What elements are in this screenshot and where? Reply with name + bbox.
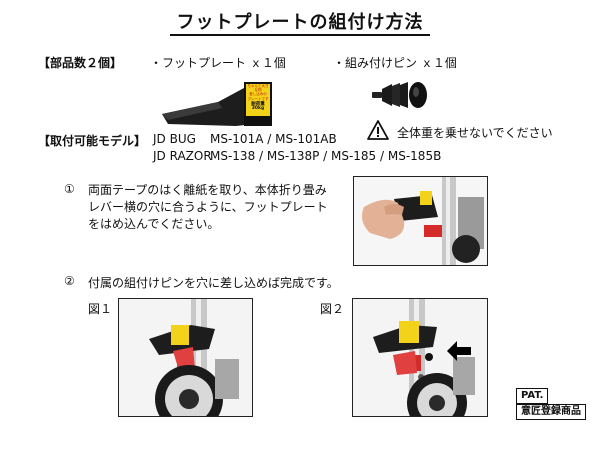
sticker-line-1: ちゃんと大きな物 [247, 84, 269, 93]
step-1-line: をはめ込んでください。 [88, 217, 220, 231]
pat-badge: PAT. [516, 388, 549, 404]
design-registration-badge: 意匠登録商品 [516, 404, 586, 420]
model-brand-razor: JD RAZOR [153, 149, 212, 163]
page-title: フットプレートの組付け方法 [176, 12, 424, 33]
figure-1-photo [118, 298, 253, 417]
title-underline [170, 34, 430, 36]
footplate-image: ちゃんと大きな物 差し込みの プレートです 耐荷重 30kg [158, 72, 276, 130]
warning-text: 全体重を乗せないでください [397, 126, 553, 140]
model-list-razor: MS-138 / MS-138P / MS-185 / MS-185B [210, 149, 442, 163]
figure-1-label: 図１ [88, 302, 113, 316]
pin-image [370, 80, 430, 110]
models-label: 【取付可能モデル】 [38, 134, 147, 148]
step-1-photo [353, 176, 488, 266]
model-list-bug: MS-101A / MS-101AB [210, 132, 337, 146]
step-2-number: ② [64, 274, 75, 288]
model-brand-bug: JD BUG [153, 132, 196, 146]
step-1-text: 両面テープのはく離紙を取り、本体折り畳み レバー横の穴に合うように、フットプレー… [88, 182, 328, 233]
warning-triangle-icon [367, 120, 389, 140]
step-2-text: 付属の組付けピンを穴に差し込めば完成です。 [88, 276, 339, 290]
figure-2-photo [352, 298, 488, 417]
step-1-number: ① [64, 182, 75, 196]
sticker-weight: 耐荷重 30kg [251, 101, 265, 112]
figure-2-label: 図２ [320, 302, 345, 316]
step-1-line: レバー横の穴に合うように、フットプレート [88, 200, 328, 214]
part-item-footplate: ・フットプレート ｘ１個 [150, 56, 286, 70]
sticker-line-2: 差し込みの [249, 92, 267, 97]
sticker-line-3: プレートです [247, 96, 269, 101]
parts-count-label: 【部品数２個】 [38, 56, 123, 70]
part-item-pin: ・組み付けピン ｘ１個 [333, 56, 457, 70]
step-1-line: 両面テープのはく離紙を取り、本体折り畳み [88, 183, 327, 197]
